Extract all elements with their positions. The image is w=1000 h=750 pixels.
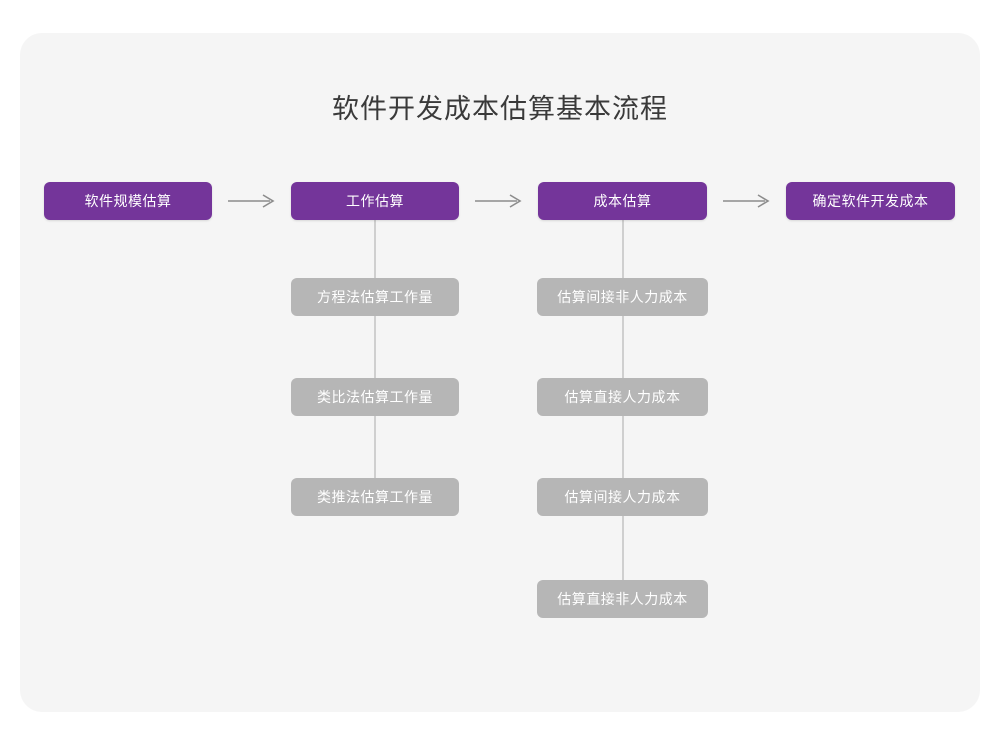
node-sub-analogue-method-effort[interactable]: 类推法估算工作量 (291, 478, 459, 516)
node-sub-indirect-nonlabor-cost[interactable]: 估算间接非人力成本 (537, 278, 708, 316)
connector-line-work-estimation (374, 220, 376, 498)
node-stage-work-estimation[interactable]: 工作估算 (291, 182, 459, 220)
node-sub-indirect-labor-cost[interactable]: 估算间接人力成本 (537, 478, 708, 516)
diagram-card (20, 33, 980, 712)
node-sub-direct-labor-cost[interactable]: 估算直接人力成本 (537, 378, 708, 416)
page-title: 软件开发成本估算基本流程 (332, 94, 668, 124)
node-stage-cost-estimation[interactable]: 成本估算 (538, 182, 707, 220)
node-stage-software-size-estimation[interactable]: 软件规模估算 (44, 182, 212, 220)
arrow-right-icon (228, 193, 276, 209)
node-sub-equation-method-effort[interactable]: 方程法估算工作量 (291, 278, 459, 316)
node-sub-direct-nonlabor-cost[interactable]: 估算直接非人力成本 (537, 580, 708, 618)
node-sub-analogy-method-effort[interactable]: 类比法估算工作量 (291, 378, 459, 416)
arrow-right-icon (723, 193, 771, 209)
arrow-right-icon (475, 193, 523, 209)
node-stage-determine-development-cost[interactable]: 确定软件开发成本 (786, 182, 955, 220)
